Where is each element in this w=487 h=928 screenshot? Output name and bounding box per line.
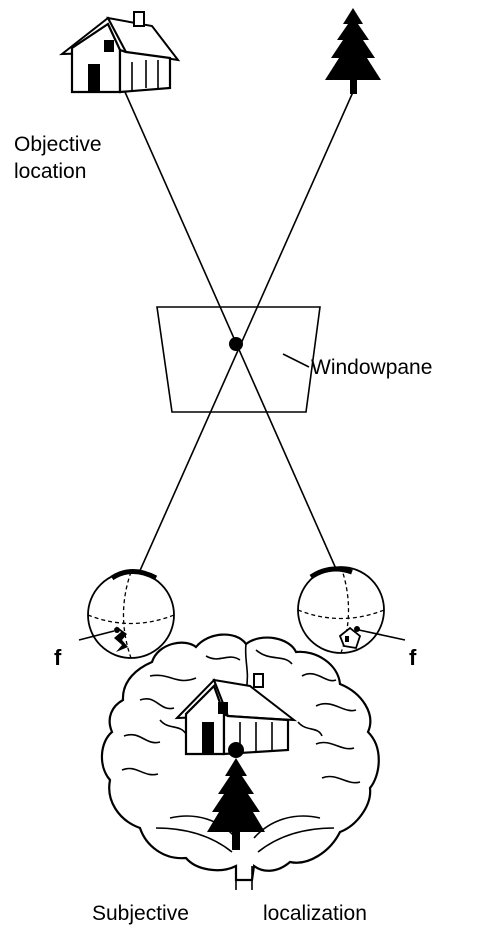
subjective-fixation-point <box>228 742 244 758</box>
fovea-right-label: f <box>409 645 417 670</box>
windowpane-shape <box>156 306 321 413</box>
brain-icon <box>100 633 380 890</box>
objective-label-line2: location <box>14 160 86 183</box>
objective-label-line1: Objective <box>14 133 102 156</box>
fixation-point <box>229 337 243 351</box>
subjective-label: Subjective <box>92 902 189 925</box>
sight-line-tree-to-left-eye <box>117 91 354 621</box>
left-eye-icon <box>78 569 175 659</box>
fovea-left-label: f <box>54 645 62 670</box>
objective-house-icon <box>58 11 181 94</box>
windowpane-leader <box>282 353 310 368</box>
subjective-house-icon <box>174 673 298 756</box>
sight-line-house-to-right-eye <box>124 91 357 615</box>
subjective-tree-icon <box>207 758 265 850</box>
objective-tree-icon <box>325 8 381 94</box>
localization-label: localization <box>263 902 367 925</box>
right-eye-icon <box>297 566 406 654</box>
windowpane-label: Windowpane <box>311 356 432 379</box>
